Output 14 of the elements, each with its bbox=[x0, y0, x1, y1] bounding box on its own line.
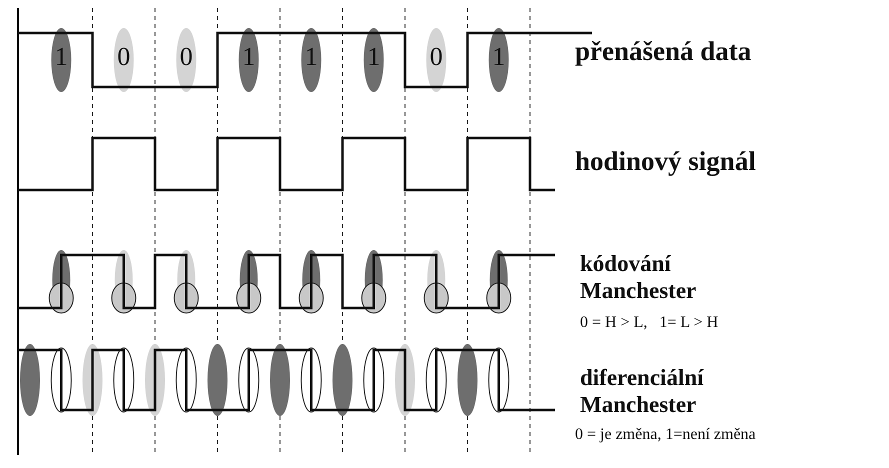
signal-label: přenášená data bbox=[575, 36, 752, 67]
signal-label: diferenciální Manchester bbox=[580, 364, 705, 418]
bit-value: 0 bbox=[180, 42, 193, 72]
encoding-rule: 0 = H > L, 1= L > H bbox=[580, 314, 718, 332]
bit-value: 1 bbox=[242, 42, 256, 72]
signal-label: hodinový signál bbox=[575, 146, 756, 177]
encoding-rule: 0 = je změna, 1=není změna bbox=[575, 426, 756, 444]
bit-value: 1 bbox=[492, 42, 506, 72]
bit-value: 0 bbox=[117, 42, 130, 72]
bit-value: 0 bbox=[430, 42, 443, 72]
bit-value: 1 bbox=[54, 42, 68, 72]
bit-value: 1 bbox=[304, 42, 318, 72]
bit-value: 1 bbox=[367, 42, 380, 72]
signal-label: kódování Manchester bbox=[580, 250, 698, 304]
